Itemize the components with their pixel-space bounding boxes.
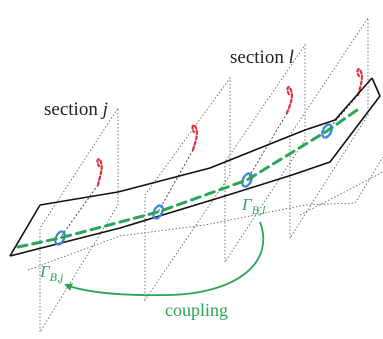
gamma-j-label: ΓB,j <box>39 262 64 284</box>
section-plane-2 <box>144 76 231 302</box>
coupling-arrow <box>64 221 265 297</box>
section-plane-l <box>289 16 369 240</box>
red-marker-2 <box>191 124 199 152</box>
coupling-label: coupling <box>165 300 228 320</box>
shell-left-edge <box>9 204 41 257</box>
green-centerline <box>16 106 362 249</box>
blue-marker-2 <box>152 204 164 220</box>
section-planes <box>39 16 369 334</box>
shell-lower-edge <box>9 95 381 257</box>
ground-surface <box>27 156 383 271</box>
red-markers <box>96 68 364 187</box>
section-j-label: section j <box>44 99 108 120</box>
blue-marker-3 <box>241 172 253 188</box>
gamma-l-label: ΓB,l <box>241 195 266 217</box>
shell-right-edge <box>371 77 381 97</box>
red-marker-3 <box>285 86 293 115</box>
vertical-connectors <box>59 94 359 239</box>
section-plane-j <box>39 106 119 334</box>
shell-outline <box>9 77 381 257</box>
blue-marker-j <box>54 230 66 246</box>
blue-markers <box>54 123 333 246</box>
blue-marker-l <box>321 123 333 139</box>
red-marker-j <box>96 158 103 187</box>
shell-upper-edge <box>39 77 373 206</box>
red-marker-l <box>356 68 364 97</box>
section-l-label: section l <box>230 47 294 68</box>
